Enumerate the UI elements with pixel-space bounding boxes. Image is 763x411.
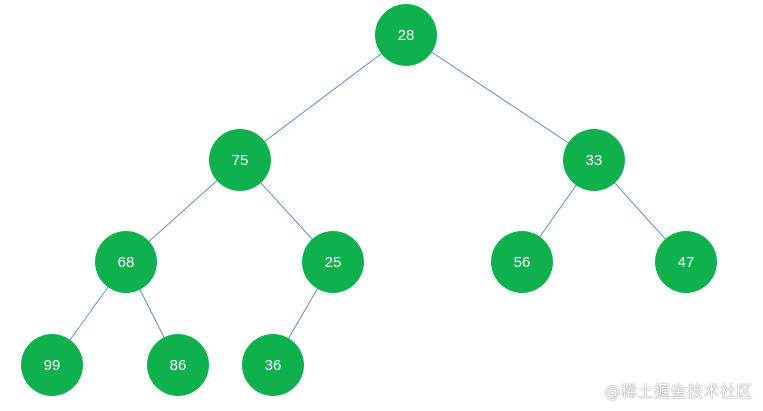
node-circle bbox=[95, 231, 157, 293]
tree-nodes: 28 75 33 68 25 56 47 99 86 36 bbox=[21, 4, 717, 396]
node-label: 86 bbox=[170, 357, 187, 374]
tree-node-28: 28 bbox=[375, 4, 437, 66]
tree-node-68: 68 bbox=[95, 231, 157, 293]
node-label: 99 bbox=[44, 357, 61, 374]
tree-node-33: 33 bbox=[563, 129, 625, 191]
node-label: 56 bbox=[514, 254, 531, 271]
tree-edges bbox=[51, 34, 687, 366]
edge-n28-n33 bbox=[405, 34, 595, 161]
node-circle bbox=[21, 334, 83, 396]
node-circle bbox=[563, 129, 625, 191]
node-label: 68 bbox=[118, 254, 135, 271]
node-circle bbox=[375, 4, 437, 66]
tree-node-47: 47 bbox=[655, 231, 717, 293]
tree-node-75: 75 bbox=[209, 129, 271, 191]
tree-node-25: 25 bbox=[302, 231, 364, 293]
node-label: 33 bbox=[586, 152, 603, 169]
node-circle bbox=[655, 231, 717, 293]
node-label: 28 bbox=[398, 27, 415, 44]
node-circle bbox=[209, 129, 271, 191]
node-circle bbox=[147, 334, 209, 396]
tree-node-99: 99 bbox=[21, 334, 83, 396]
node-label: 47 bbox=[678, 254, 695, 271]
node-label: 36 bbox=[265, 357, 282, 374]
watermark-text: @稀土掘金技术社区 bbox=[604, 382, 753, 401]
edge-n28-n75 bbox=[239, 34, 407, 161]
tree-node-36: 36 bbox=[242, 334, 304, 396]
node-label: 25 bbox=[325, 254, 342, 271]
node-circle bbox=[242, 334, 304, 396]
tree-node-56: 56 bbox=[491, 231, 553, 293]
node-label: 75 bbox=[232, 152, 249, 169]
node-circle bbox=[302, 231, 364, 293]
tree-node-86: 86 bbox=[147, 334, 209, 396]
node-circle bbox=[491, 231, 553, 293]
